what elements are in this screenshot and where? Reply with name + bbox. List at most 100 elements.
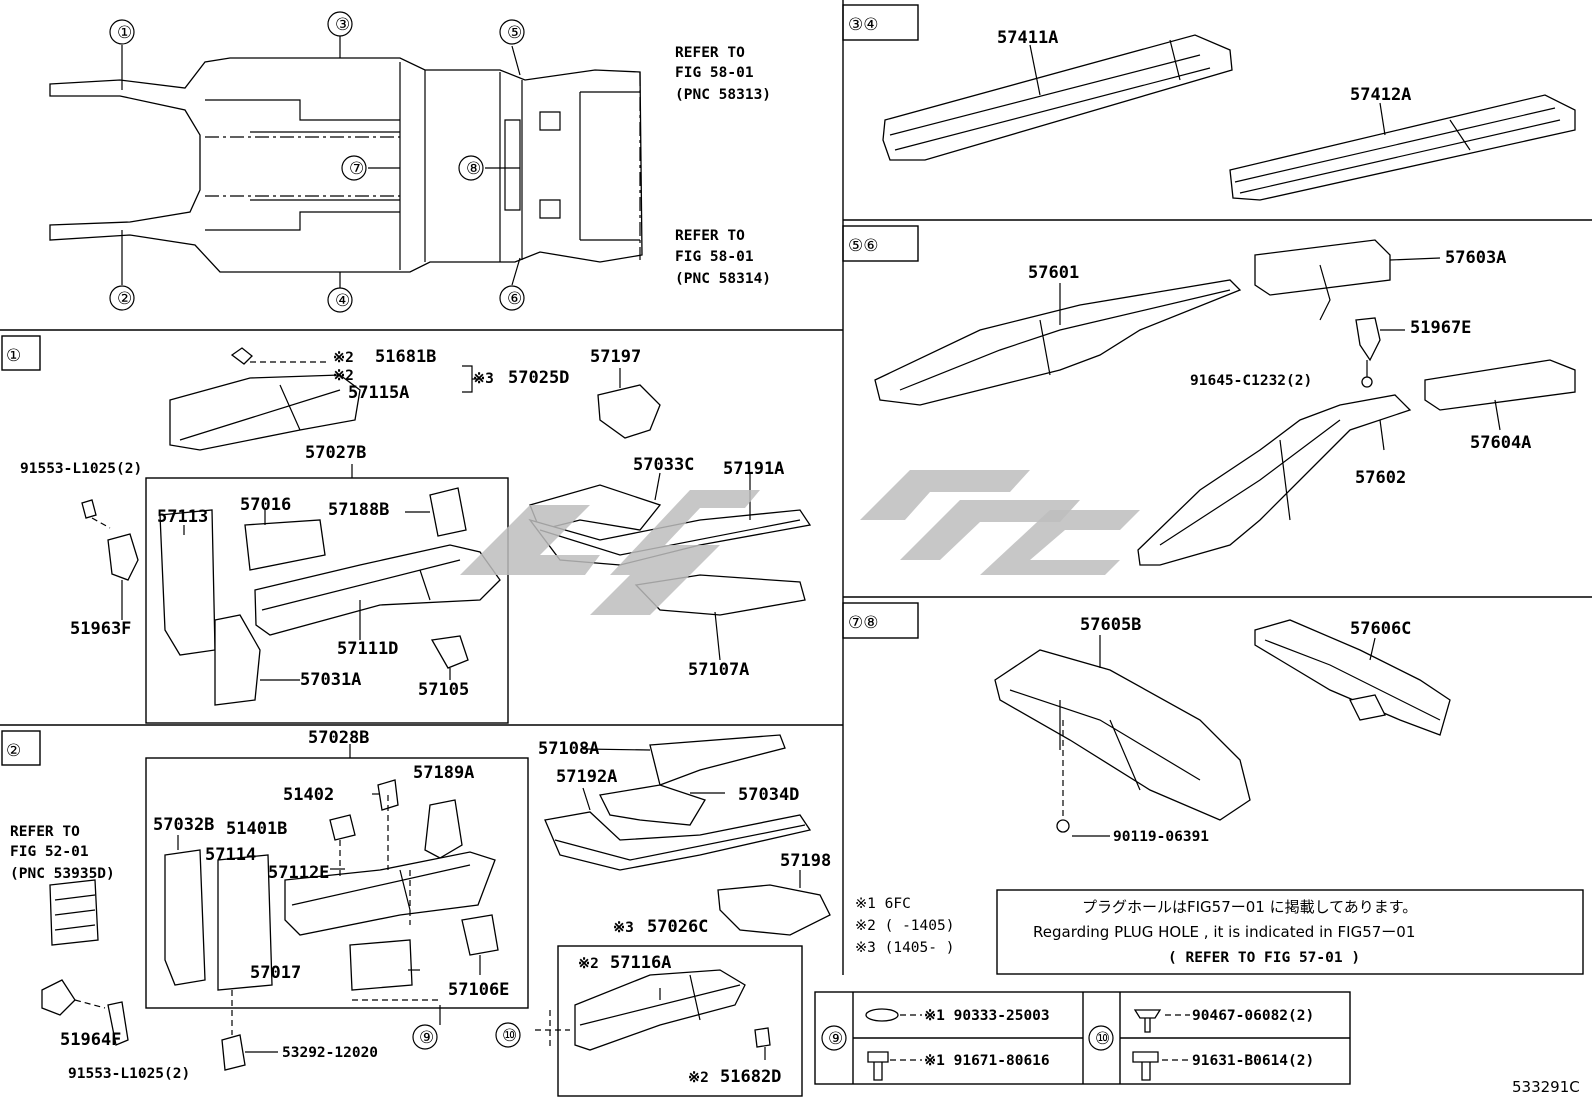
fastener-marker-10: ⑩: [1095, 1029, 1110, 1049]
s2-note-2b: ※2: [688, 1070, 709, 1086]
section-34-marker: ③④: [848, 15, 878, 35]
part-57605B: 57605B: [1080, 615, 1141, 635]
watermark-logo: [460, 470, 1140, 615]
refer-front-line1: REFER TO: [675, 45, 745, 61]
s2-sub-box: [557, 945, 803, 1097]
footnotes: ※1 6FC ※2 ( -1405) ※3 (1405- ): [855, 896, 954, 956]
s1-note-3: ※3: [473, 371, 494, 387]
section-56-marker: ⑤⑥: [848, 236, 878, 256]
part-57032B: 57032B: [153, 815, 214, 835]
section-78-marker: ⑦⑧: [848, 613, 878, 633]
part-57602: 57602: [1355, 468, 1406, 488]
part-51967E: 51967E: [1410, 318, 1471, 338]
part-57116A: 57116A: [610, 953, 671, 973]
part-57033C: 57033C: [633, 455, 694, 475]
part-57034D: 57034D: [738, 785, 799, 805]
info-line-en: Regarding PLUG HOLE , it is indicated in…: [1033, 923, 1415, 941]
part-57026C: 57026C: [647, 917, 708, 937]
overview-marker-7: ⑦: [349, 159, 364, 179]
note-2: ※2 ( -1405): [855, 918, 954, 934]
s2-marker-10: ⑩: [502, 1026, 517, 1046]
refer-rear-line3: (PNC 58314): [675, 271, 771, 287]
part-57115A: 57115A: [348, 383, 409, 403]
part-57113: 57113: [157, 507, 208, 527]
fastener-91671-80616: ※1 91671-80616: [924, 1053, 1050, 1069]
part-57603A: 57603A: [1445, 248, 1506, 268]
overview-markers: ① ② ③ ④ ⑤ ⑥ ⑦ ⑧: [117, 15, 522, 311]
note-3: ※3 (1405- ): [855, 940, 954, 956]
fastener-marker-9: ⑨: [828, 1029, 843, 1049]
part-57606C: 57606C: [1350, 619, 1411, 639]
info-line-jp: プラグホールはFIG57ー01 に掲載してあります。: [1082, 898, 1417, 916]
s2-note-3: ※3: [613, 920, 634, 936]
refer-rear-line1: REFER TO: [675, 228, 745, 244]
part-57027B: 57027B: [305, 443, 366, 463]
screw-icon: [1132, 1051, 1159, 1081]
part-57112E: 57112E: [268, 863, 329, 883]
part-57106E: 57106E: [448, 980, 509, 1000]
s2-refer-line1: REFER TO: [10, 824, 80, 840]
overview-marker-2: ②: [117, 289, 132, 309]
s2-refer-line2: FIG 52-01: [10, 844, 89, 860]
info-line-refer: ( REFER TO FIG 57-01 ): [1168, 950, 1360, 966]
s2-assembly-box: [145, 757, 529, 1009]
s2-note-2a: ※2: [578, 956, 599, 972]
diagram-code: 533291C: [1512, 1078, 1580, 1096]
underbody-overview: [49, 11, 643, 313]
bolt-icon: [867, 1051, 889, 1081]
refer-rear-line2: FIG 58-01: [675, 249, 754, 265]
refer-front-line3: (PNC 58313): [675, 87, 771, 103]
overview-marker-1: ①: [117, 23, 132, 43]
overview-marker-4: ④: [335, 291, 350, 311]
part-57411A: 57411A: [997, 28, 1058, 48]
part-57192A: 57192A: [556, 767, 617, 787]
part-57111D: 57111D: [337, 639, 398, 659]
section-dividers: [0, 0, 1592, 975]
part-57108A: 57108A: [538, 739, 599, 759]
part-57601: 57601: [1028, 263, 1079, 283]
s2-refer-line3: (PNC 53935D): [10, 866, 115, 882]
part-57197: 57197: [590, 347, 641, 367]
s1-note-2a: ※2: [333, 350, 354, 366]
part-51964F: 51964F: [60, 1030, 121, 1050]
part-90119-06391: 90119-06391: [1113, 829, 1209, 845]
washer-icon: [865, 1008, 899, 1022]
info-box: [996, 889, 1584, 975]
part-57107A: 57107A: [688, 660, 749, 680]
crossmembers: [994, 619, 1451, 837]
part-57604A: 57604A: [1470, 433, 1531, 453]
part-91553-L1025-b: 91553-L1025(2): [68, 1066, 190, 1082]
part-57191A: 57191A: [723, 459, 784, 479]
part-51963F: 51963F: [70, 619, 131, 639]
part-53292-12020: 53292-12020: [282, 1045, 378, 1061]
part-51401B: 51401B: [226, 819, 287, 839]
overview-refer-notes: REFER TO FIG 58-01 (PNC 58313) REFER TO …: [675, 45, 771, 287]
fastener-90467-06082: 90467-06082(2): [1192, 1008, 1314, 1024]
overview-marker-8: ⑧: [466, 159, 481, 179]
s1-assembly-box: [145, 477, 509, 724]
overview-marker-3: ③: [335, 15, 350, 35]
s2-marker-9: ⑨: [419, 1028, 434, 1048]
part-57025D: 57025D: [508, 368, 569, 388]
part-57017: 57017: [250, 963, 301, 983]
part-57188B: 57188B: [328, 500, 389, 520]
part-57412A: 57412A: [1350, 85, 1411, 105]
part-57189A: 57189A: [413, 763, 474, 783]
part-57031A: 57031A: [300, 670, 361, 690]
part-51682D: 51682D: [720, 1067, 781, 1087]
rear-side-members: [874, 239, 1576, 566]
s2-parts: [41, 734, 831, 1071]
refer-front-line2: FIG 58-01: [675, 65, 754, 81]
part-51402: 51402: [283, 785, 334, 805]
rocker-panels: [882, 34, 1576, 201]
part-51681B: 51681B: [375, 347, 436, 367]
overview-marker-5: ⑤: [507, 23, 522, 43]
part-57028B: 57028B: [308, 728, 369, 748]
section-2-marker: ②: [6, 741, 21, 761]
note-1: ※1 6FC: [855, 896, 911, 912]
part-91645-C1232: 91645-C1232(2): [1190, 373, 1312, 389]
section-1-marker: ①: [6, 346, 21, 366]
part-57105: 57105: [418, 680, 469, 700]
part-57198: 57198: [780, 851, 831, 871]
